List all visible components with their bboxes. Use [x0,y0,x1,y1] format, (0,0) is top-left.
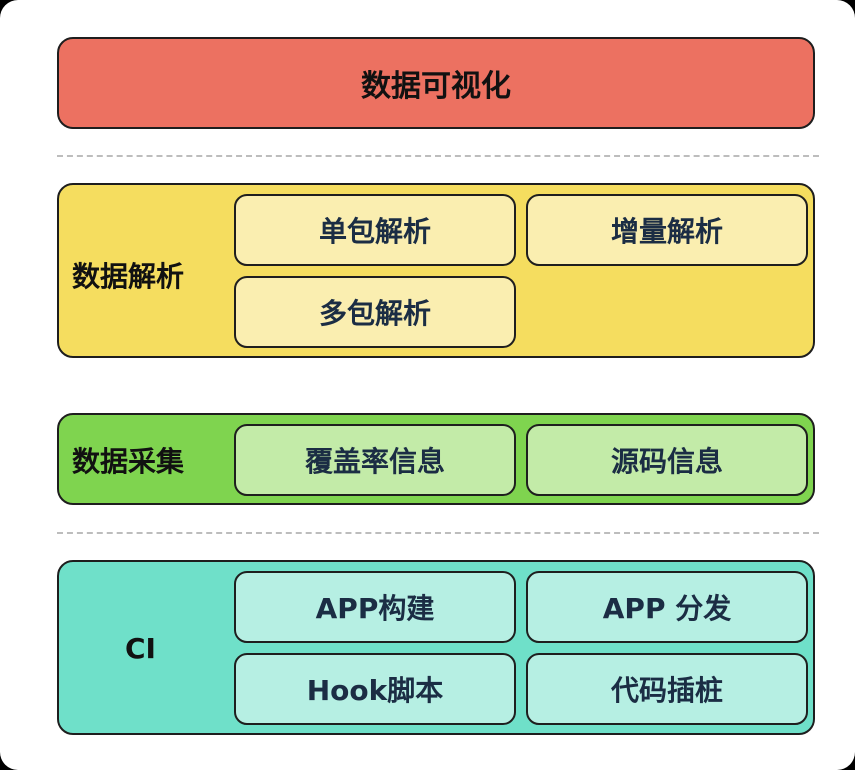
layer-divider [57,155,819,157]
collection-layer-label: 数据采集 [72,445,185,478]
layer-divider [57,532,819,534]
app-build-box: APP构建 [234,571,516,643]
ci-layer: CI APP构建 APP 分发 Hook脚本 代码插桩 [57,560,815,735]
coverage-info-box: 覆盖率信息 [234,424,516,496]
hook-script-box: Hook脚本 [234,653,516,725]
source-info-box: 源码信息 [526,424,808,496]
multi-package-parse-box: 多包解析 [234,276,516,348]
incremental-parse-box: 增量解析 [526,194,808,266]
visualization-layer: 数据可视化 [57,37,815,129]
single-package-parse-box: 单包解析 [234,194,516,266]
app-distribution-box: APP 分发 [526,571,808,643]
ci-layer-label: CI [125,632,156,665]
code-instrumentation-box: 代码插桩 [526,653,808,725]
visualization-layer-label: 数据可视化 [361,69,511,104]
parsing-layer-label: 数据解析 [72,260,185,293]
collection-layer: 数据采集 覆盖率信息 源码信息 [57,413,815,505]
parsing-layer: 数据解析 单包解析 增量解析 多包解析 [57,183,815,358]
